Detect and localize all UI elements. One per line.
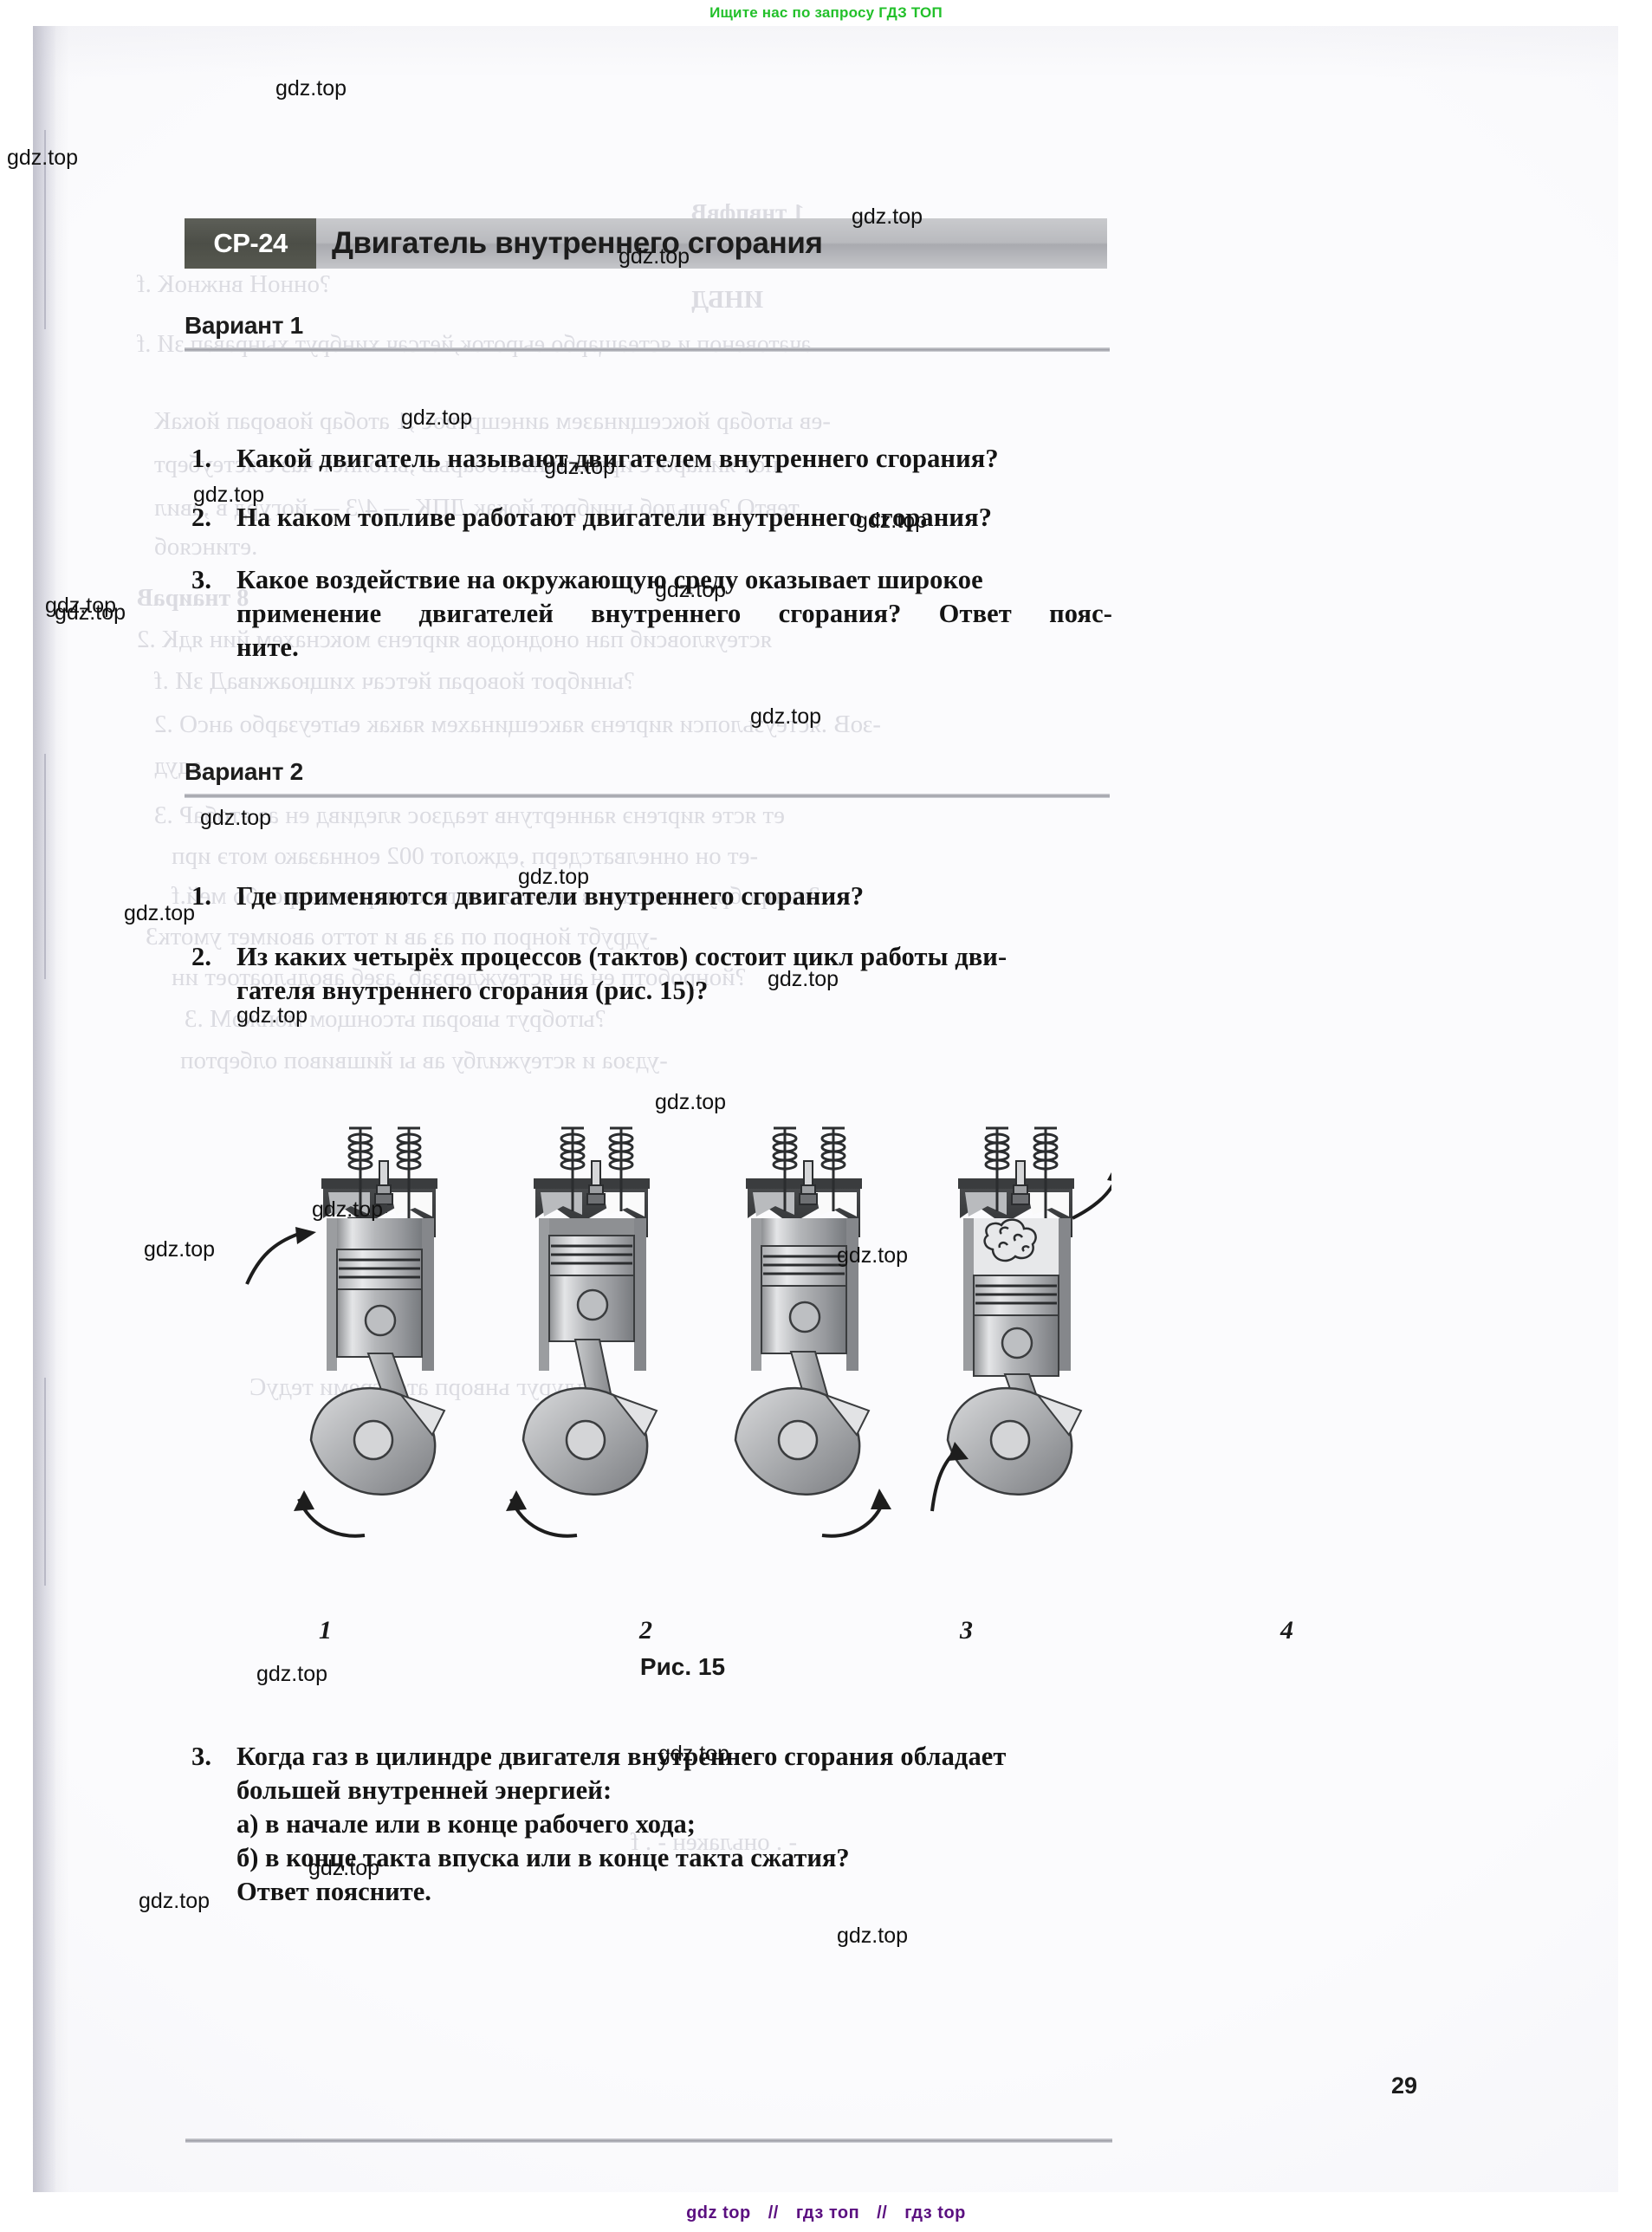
bottom-promo-bar: gdz top // гдз топ // гдз top	[0, 2194, 1652, 2232]
binding-mark-mid	[44, 754, 46, 979]
watermark: gdz.top	[200, 806, 272, 830]
figure-stroke-label-3: 3	[960, 1616, 973, 1645]
exercise-header-banner: СР-24 Двигатель внутреннего сгорания	[185, 218, 1107, 269]
bleedthrough-text: -зоВ .ястеузьлопси яиргенэ яаксещинахем …	[154, 710, 882, 738]
v1-q3-w3: внутреннего	[591, 599, 742, 628]
bleedthrough-text: ?онноН внжноК .f	[137, 270, 331, 298]
bottom-promo-part-2: гдз топ	[795, 2203, 860, 2222]
spark-plug-icon	[586, 1160, 606, 1205]
bleedthrough-text: ?ыниброт йоворап йетсач хищюаживаД зИ .f	[154, 667, 635, 695]
v1-question-2: 2. На каком топливе работают двигатели в…	[191, 501, 1112, 535]
v1-question-3: 3. Какое воздействие на окружающую среду…	[191, 563, 1112, 665]
v1-q3-line1: Какое воздействие на окружающую среду ок…	[236, 565, 983, 594]
bottom-promo-part-3: гдз top	[904, 2203, 966, 2222]
v1-q1-line1: Какой двигатель называют двигателем внут…	[236, 444, 999, 473]
v1-q2-line1: На каком топливе работают двигатели внут…	[236, 503, 993, 532]
figure-caption: Рис. 15	[639, 1653, 726, 1680]
v1-q3-w2: двигателей	[418, 599, 554, 628]
figure-stroke-label-1: 1	[319, 1616, 332, 1645]
v2-q1-line1: Где применяются двигатели внутреннего сг…	[236, 881, 865, 911]
v1-q3-line3: ните.	[236, 633, 299, 662]
bleedthrough-text: ?ытобрут ыворап ьтсонщом монжоМ .3	[185, 1005, 606, 1033]
variant-2-rule	[185, 794, 1110, 798]
bottom-promo-part-1: gdz top	[686, 2203, 751, 2222]
v2-q2-number: 2.	[191, 942, 212, 971]
v1-q3-w5: Ответ	[938, 599, 1012, 628]
v1-q3-number: 3.	[191, 565, 212, 594]
top-promo-text: Ищите нас по запросу ГДЗ ТОП	[709, 4, 943, 21]
scanned-page: 1 тнвпфвВ ?онноН внжноК .f ИНБД ачатовен…	[33, 26, 1618, 2192]
stroke-2-group	[506, 1126, 658, 1538]
top-promo-bar: Ищите нас по запросу ГДЗ ТОП	[0, 0, 1652, 26]
v1-q3-w1: применение	[236, 599, 382, 628]
book-binding-shadow	[33, 26, 55, 2192]
exhaust-gas-swirl-icon	[983, 1218, 1037, 1262]
watermark: gdz.top	[837, 1924, 909, 1948]
bleedthrough-text: ИНБД	[691, 286, 764, 314]
spark-plug-icon	[1011, 1160, 1030, 1205]
variant-2-heading: Вариант 2	[185, 758, 1111, 798]
v1-question-1: 1. Какой двигатель называют двигателем в…	[191, 442, 1112, 476]
variant-1-rule	[185, 347, 1110, 352]
v2-q3-line2: большей внутренней энергией:	[236, 1775, 612, 1805]
watermark: gdz.top	[124, 901, 196, 925]
v2-question-2: 2. Из каких четырёх процессов (тактов) с…	[191, 940, 1112, 1008]
page-number: 29	[1390, 2073, 1417, 2099]
binding-mark-bottom	[44, 1378, 46, 1586]
v2-q3-option-a: а) в начале или в конце рабочего хода;	[236, 1809, 696, 1839]
figure-stroke-label-4: 4	[1280, 1616, 1293, 1645]
v2-q2-line1: Из каких четырёх процессов (тактов) сост…	[236, 942, 1007, 971]
bleedthrough-text: -ет он оннелватсдерп ,еджолот 002 еонназ…	[172, 842, 759, 870]
watermark: gdz.top	[139, 1889, 211, 1913]
engine-cycle-figure	[185, 1048, 1126, 1620]
bottom-promo-separator-2: //	[877, 2203, 888, 2222]
v2-question-3: 3. Когда газ в цилиндре двигателя внутре…	[191, 1740, 1112, 1807]
watermark: gdz.top	[750, 704, 822, 729]
variant-2-label: Вариант 2	[185, 758, 303, 785]
bleedthrough-text: ет ясте яиргенэ яаннертунв теадзос яледи…	[154, 801, 785, 829]
v1-q3-w4: сгорания?	[778, 599, 902, 628]
engine-cycle-svg	[245, 1126, 1126, 1538]
v2-q3-answer-instruction: Ответ поясните.	[236, 1877, 431, 1906]
v2-q3-option-b: б) в конце такта впуска или в конце такт…	[236, 1843, 850, 1872]
spark-plug-icon	[799, 1160, 818, 1205]
v2-q3-number: 3.	[191, 1742, 212, 1771]
bleedthrough-text: -ев ытобар йоксещиназем аинешревос ,1 ат…	[154, 407, 832, 435]
v1-q3-line2: применение двигателей внутреннего сгоран…	[236, 597, 1112, 631]
v2-q3-line1: Когда газ в цилиндре двигателя внутренне…	[236, 1742, 1007, 1771]
v1-q2-number: 2.	[191, 503, 212, 532]
figure-stroke-label-2: 2	[639, 1616, 652, 1645]
v2-q2-line2: гателя внутреннего сгорания (рис. 15)?	[236, 976, 709, 1005]
v1-q1-number: 1.	[191, 444, 212, 473]
variant-1-heading: Вариант 1	[185, 312, 1111, 352]
exercise-code-tag: СР-24	[185, 218, 316, 269]
watermark: gdz.top	[275, 76, 347, 101]
page-title: Двигатель внутреннего сгорания	[332, 226, 823, 260]
stroke-3-group	[734, 1126, 891, 1538]
spark-plug-icon	[374, 1160, 393, 1213]
binding-mark-top	[44, 130, 46, 329]
page-bottom-rule	[185, 2138, 1112, 2143]
watermark: gdz.top	[55, 600, 126, 625]
stroke-4-group	[930, 1126, 1126, 1512]
variant-1-label: Вариант 1	[185, 312, 303, 339]
watermark: gdz.top	[401, 406, 473, 430]
stroke-1-group	[245, 1126, 446, 1538]
bottom-promo-separator-1: //	[768, 2203, 779, 2222]
v1-q3-w6: пояс-	[1049, 599, 1112, 628]
bleedthrough-text: .етинсяоб	[154, 533, 258, 561]
v2-question-1: 1. Где применяются двигатели внутреннего…	[191, 879, 1112, 913]
v2-q1-number: 1.	[191, 881, 212, 911]
